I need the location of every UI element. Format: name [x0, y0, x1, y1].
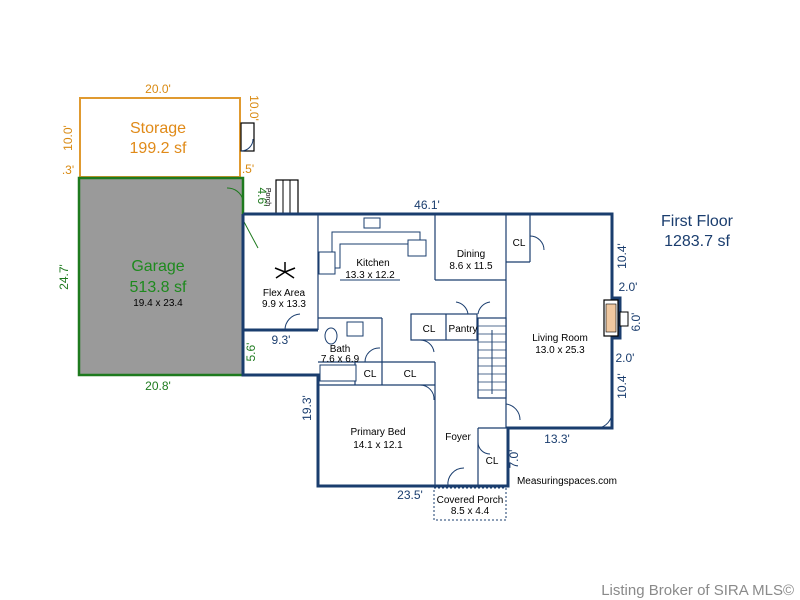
bath-size: 7.6 x 6.9 [321, 354, 360, 365]
dim-right-mid-bottom: 2.0' [616, 351, 635, 365]
dim-flex-step: 9.3' [272, 333, 291, 347]
porch-steps [275, 179, 299, 215]
door-arc-cl [529, 235, 545, 251]
bathtub [319, 364, 357, 382]
chimney [619, 311, 629, 327]
storage-dim-small: .3' [62, 163, 74, 177]
garage-area: 513.8 sf [130, 279, 187, 296]
footer-text: Listing Broker of SIRA MLS© [601, 582, 794, 599]
ceiling-fan-icon [274, 262, 296, 279]
closet-bath: CL [364, 369, 377, 380]
storage-dim-left: 10.0' [61, 125, 75, 151]
garage-door-swing [242, 219, 259, 249]
garage-area [77, 176, 245, 377]
dim-right-lower: 10.4' [615, 373, 629, 399]
credit-text: Measuringspaces.com [517, 476, 617, 487]
storage-door-box [240, 122, 255, 152]
storage-dim-small2: .5' [242, 162, 254, 176]
closet-pantry: CL [423, 324, 436, 335]
floor-title: First Floor [661, 213, 734, 230]
pantry-box [410, 313, 478, 341]
primary-bed-name: Primary Bed [350, 427, 405, 438]
door-arc-pantry-right [477, 301, 491, 315]
foyer-name: Foyer [445, 432, 471, 443]
living-name: Living Room [532, 333, 588, 344]
bath-sink [346, 321, 364, 337]
kitchen-stove [407, 239, 427, 257]
kitchen-fridge [318, 251, 336, 275]
flex-size: 9.9 x 13.3 [262, 299, 306, 310]
door-arc-bed [419, 384, 435, 401]
closet-bed: CL [404, 369, 417, 380]
dim-bottom-right: 13.3' [544, 432, 570, 446]
dim-right-upper: 10.4' [615, 243, 629, 269]
garage-dim-side: 5.6' [244, 343, 258, 362]
porch-dim: 4.6' [255, 188, 269, 207]
dim-right-mid: 6.0' [629, 313, 643, 332]
living-size: 13.0 x 25.3 [535, 345, 585, 356]
closet-foyer: CL [486, 456, 499, 467]
dim-right-mid-top: 2.0' [619, 280, 638, 294]
floor-area: 1283.7 sf [664, 233, 730, 250]
dining-size: 8.6 x 11.5 [449, 261, 493, 272]
garage-size: 19.4 x 23.4 [133, 298, 183, 309]
garage-name: Garage [131, 258, 184, 275]
flex-name: Flex Area [263, 288, 306, 299]
kitchen-name: Kitchen [356, 258, 389, 269]
door-arc-front [447, 467, 465, 487]
garage-door-arc [226, 187, 244, 201]
kitchen-size: 13.3 x 12.2 [345, 270, 395, 281]
closet-dining: CL [513, 238, 526, 249]
storage-area: 199.2 sf [130, 140, 187, 157]
porch-label: Porch [264, 188, 271, 206]
garage-dim-bottom: 20.8' [145, 379, 171, 393]
covered-porch-outline [433, 487, 507, 521]
door-arc-living [505, 403, 521, 421]
bath-name: Bath [330, 344, 351, 355]
dining-name: Dining [457, 249, 485, 260]
storage-outline [79, 97, 241, 178]
door-arc-flex [284, 313, 301, 331]
covered-porch-name: Covered Porch [437, 495, 504, 506]
storage-dim-top: 20.0' [145, 82, 171, 96]
toilet [324, 327, 338, 345]
door-arc-exterior [597, 411, 613, 429]
dim-left-lower: 19.3' [300, 395, 314, 421]
pantry-name: Pantry [449, 324, 478, 335]
door-arc-bath [364, 347, 381, 363]
dim-top: 46.1' [414, 198, 440, 212]
door-arc-foyer-cl [477, 441, 491, 455]
dim-bottom: 23.5' [397, 488, 423, 502]
storage-name: Storage [130, 120, 186, 137]
fireplace-hearth [605, 303, 617, 333]
garage-dim-left: 24.7' [57, 264, 71, 290]
door-arc-cl-pantry [419, 339, 435, 353]
primary-bed-size: 14.1 x 12.1 [353, 440, 403, 451]
covered-porch-size: 8.5 x 4.4 [451, 506, 490, 517]
dim-foyer-side: 7.0' [507, 450, 521, 469]
storage-door-arc [240, 138, 254, 152]
door-arc-pantry-left [455, 301, 469, 315]
kitchen-sink [363, 217, 381, 229]
storage-dim-right: 10.0' [247, 95, 261, 121]
